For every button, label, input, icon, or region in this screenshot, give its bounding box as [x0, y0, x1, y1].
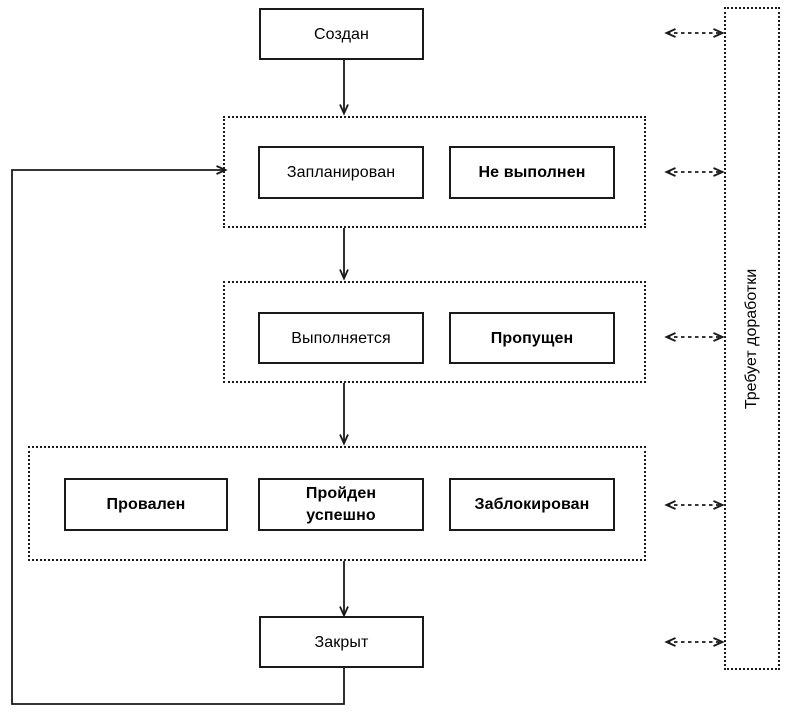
- state-node-created[interactable]: Создан: [259, 8, 424, 60]
- rework-container: [724, 7, 780, 670]
- group-planned-container: [223, 116, 646, 228]
- state-label-running: Выполняется: [291, 329, 391, 347]
- state-label-failed: Провален: [106, 496, 186, 513]
- state-label-created: Создан: [314, 25, 369, 43]
- state-label-closed: Закрыт: [314, 633, 369, 651]
- edge-closed-loop-to-planned: [11, 170, 345, 705]
- rework-label: Требует доработки: [743, 268, 760, 410]
- state-label-blocked: Заблокирован: [474, 496, 590, 513]
- state-node-failed[interactable]: Провален: [64, 478, 228, 531]
- group-running-container: [223, 281, 646, 383]
- state-label-skipped: Пропущен: [490, 329, 574, 347]
- state-node-blocked[interactable]: Заблокирован: [449, 478, 615, 531]
- state-label-not-done: Не выполнен: [478, 164, 586, 181]
- state-node-running[interactable]: Выполняется: [258, 312, 424, 364]
- state-node-not-done[interactable]: Не выполнен: [449, 146, 615, 199]
- state-label-planned: Запланирован: [286, 164, 396, 181]
- state-node-closed[interactable]: Закрыт: [259, 616, 424, 668]
- state-node-skipped[interactable]: Пропущен: [449, 312, 615, 364]
- group-result-container: [28, 446, 646, 561]
- state-node-planned[interactable]: Запланирован: [258, 146, 424, 199]
